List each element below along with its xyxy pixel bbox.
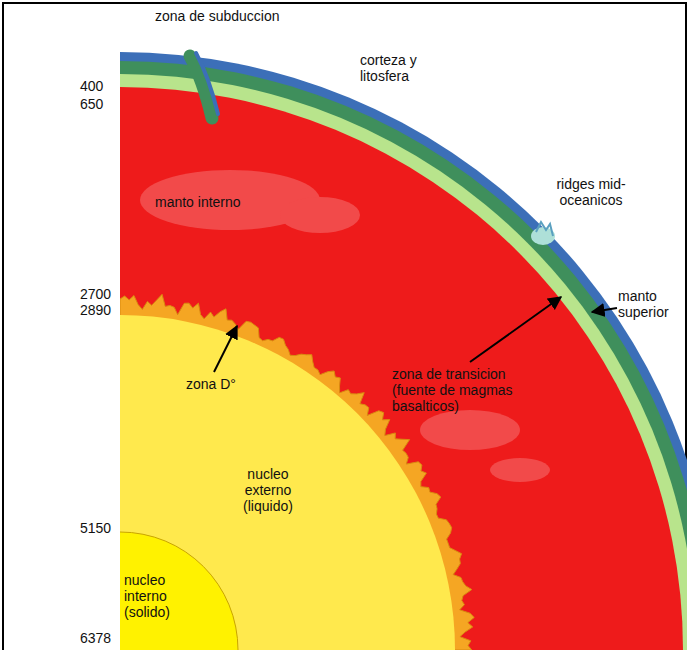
layer-label: corteza y litosfera [360, 52, 440, 84]
layer-label: nucleo interno (solido) [124, 572, 196, 620]
mantle-texture [420, 410, 520, 450]
transition-layer [120, 74, 687, 650]
crust-layer [120, 52, 687, 650]
depth-number: 400 [80, 78, 103, 94]
outer-core [120, 315, 455, 650]
layer-label: nucleo externo (liquido) [226, 466, 310, 514]
earth-layers [120, 52, 687, 650]
leader-arrow [470, 297, 561, 362]
lower-mantle [120, 87, 683, 650]
depth-number: 2890 [80, 302, 111, 318]
layer-label: manto interno [155, 194, 241, 210]
leader-lines [214, 297, 617, 372]
ridge-crest [536, 222, 553, 236]
subducting-crust [196, 53, 218, 114]
layer-label: zona de transicion (fuente de magmas bas… [392, 366, 524, 414]
depth-number: 6378 [80, 630, 111, 646]
leader-arrow [214, 326, 237, 372]
leader-arrow [592, 308, 617, 312]
layer-label: zona de subduccion [155, 8, 280, 24]
inner-core [120, 532, 238, 650]
layer-label: manto superior [618, 288, 684, 320]
depth-number: 2700 [80, 286, 111, 302]
depth-number: 650 [80, 96, 103, 112]
feature-label: ridges mid-oceanicos [536, 176, 646, 208]
lithosphere-layer [120, 61, 687, 650]
layer-label: zona D° [186, 376, 236, 392]
mantle-texture [280, 197, 360, 233]
depth-number: 5150 [80, 520, 111, 536]
mantle-texture [490, 458, 550, 482]
